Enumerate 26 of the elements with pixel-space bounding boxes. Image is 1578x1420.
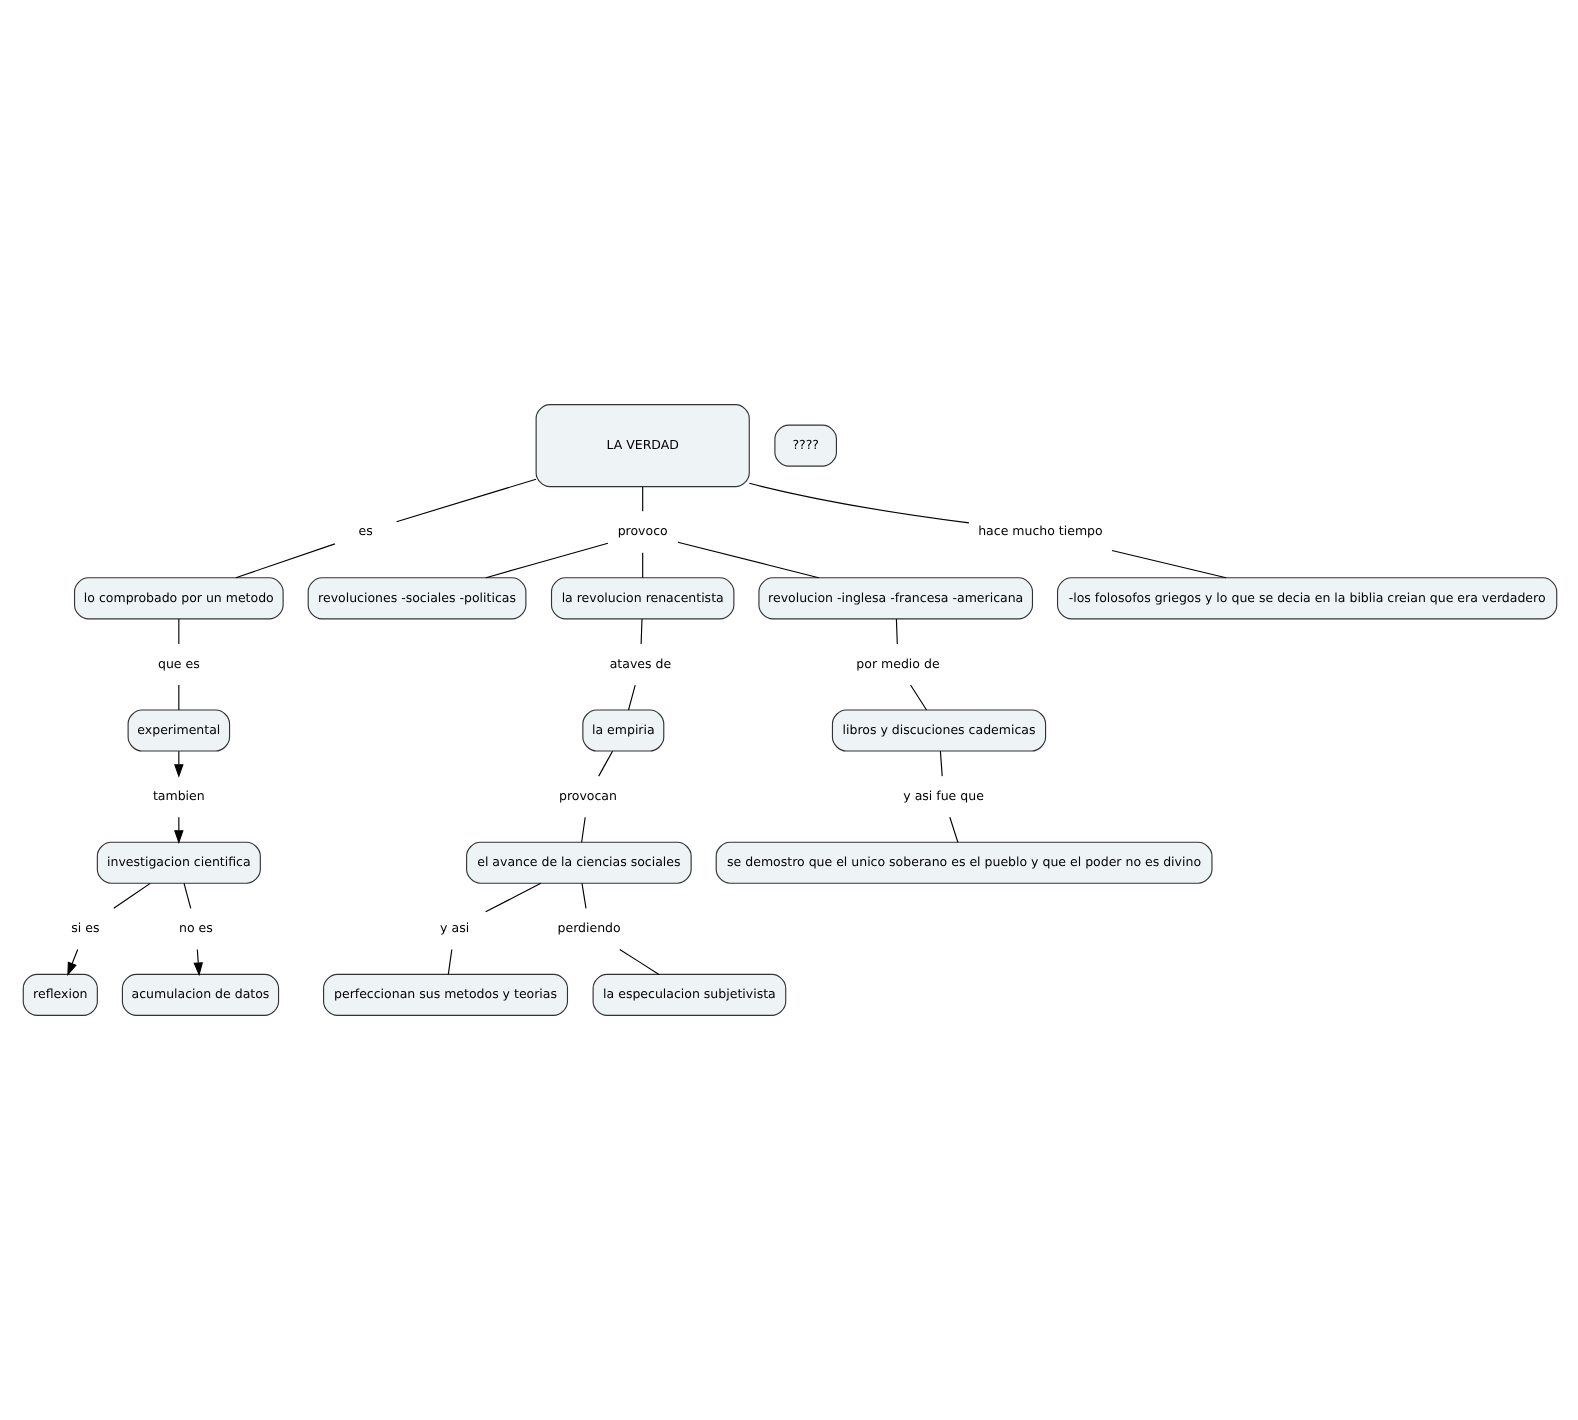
connector [112, 882, 150, 909]
connector [580, 816, 585, 843]
connector [747, 482, 969, 524]
connector [676, 541, 819, 579]
connector [484, 882, 541, 913]
arrow [66, 948, 78, 976]
connector [948, 816, 958, 843]
connector [177, 684, 179, 711]
connector [597, 750, 613, 777]
connector [580, 882, 586, 909]
arrow [192, 948, 203, 977]
connector [639, 618, 642, 645]
connector [395, 478, 536, 523]
connector [182, 882, 191, 909]
connector [641, 552, 643, 579]
connector [908, 684, 927, 711]
connector [894, 618, 897, 645]
connector [1110, 549, 1226, 579]
connector [484, 542, 608, 579]
connector [626, 684, 635, 711]
connector [641, 486, 643, 512]
connector [938, 750, 942, 777]
connector [177, 618, 179, 645]
connector [234, 543, 335, 579]
connector [446, 948, 452, 975]
connector [618, 948, 659, 975]
